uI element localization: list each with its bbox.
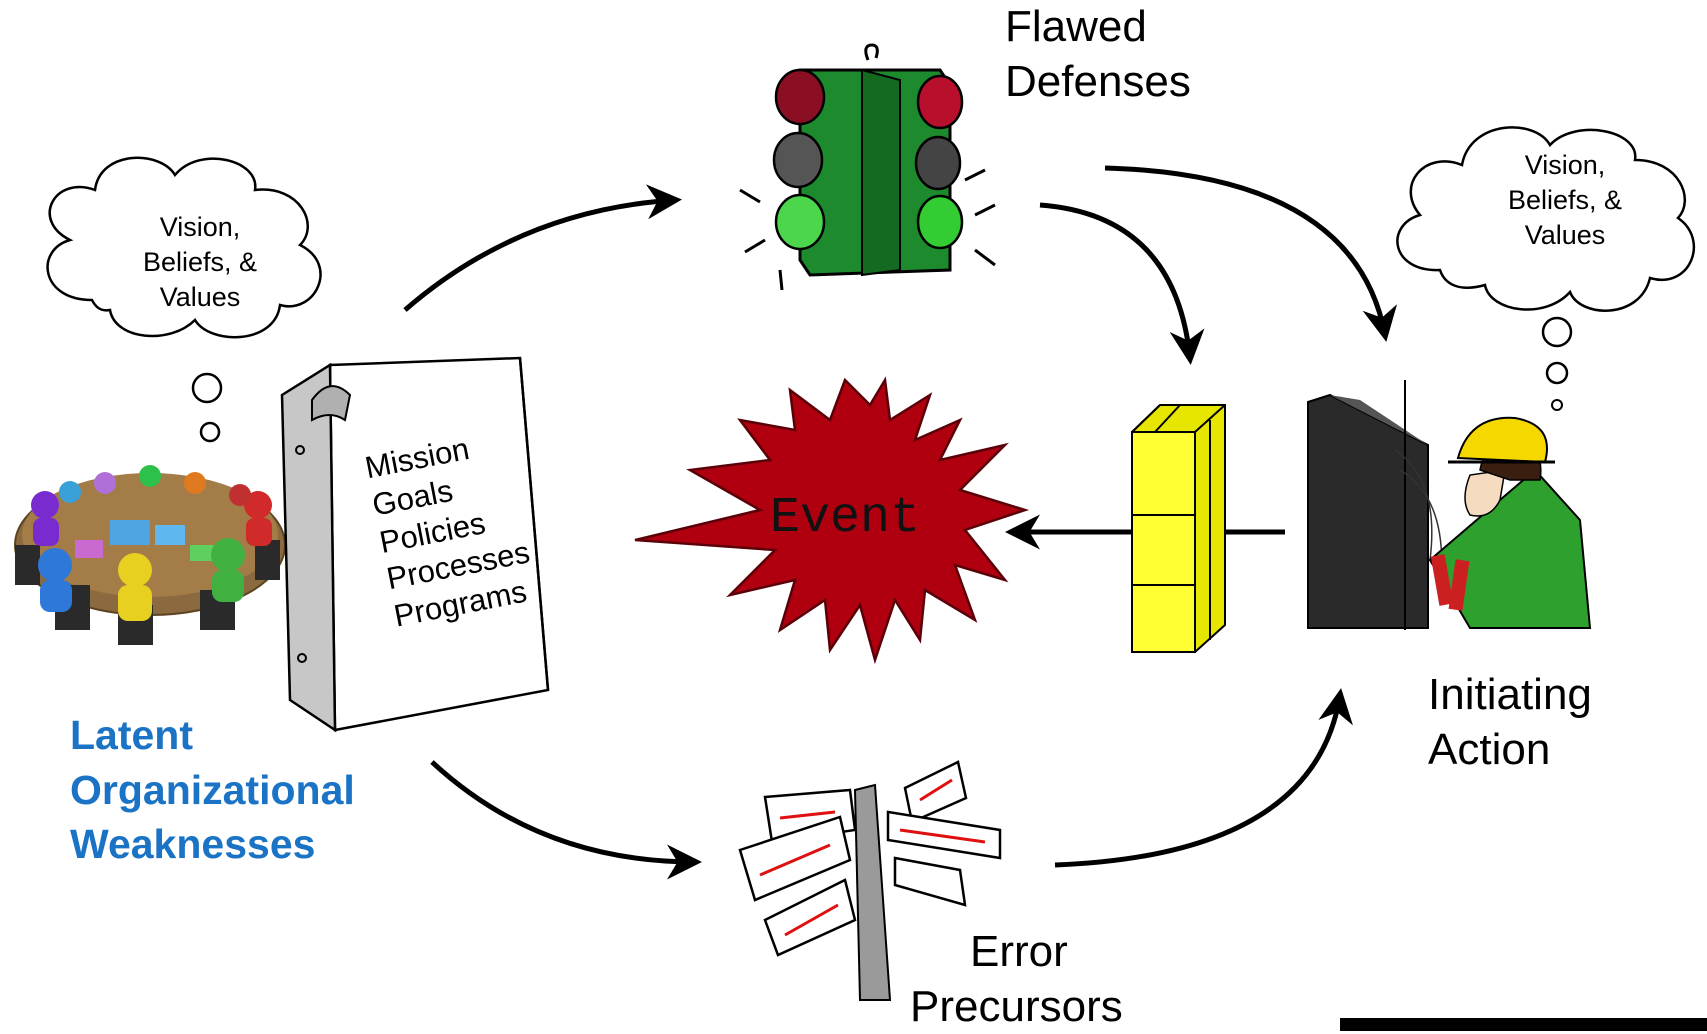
error-line: Precursors	[910, 981, 1123, 1031]
thought-cloud-icon	[46, 156, 322, 443]
latent-line: Weaknesses	[70, 821, 316, 868]
arrow-org-to-precursors	[430, 760, 702, 880]
arrow-defenses-to-barrier	[1039, 202, 1205, 365]
explosion-icon	[634, 376, 1030, 665]
flawed-line: Flawed	[1005, 2, 1147, 51]
initiating-line: Action	[1428, 724, 1551, 774]
cloud-line: Vision,	[159, 212, 241, 242]
binder-icon	[280, 356, 550, 733]
error-line: Error	[970, 927, 1068, 976]
latent-line: Latent	[70, 712, 193, 758]
latent-line: Organizational	[70, 766, 355, 813]
arrow-org-to-defenses	[403, 184, 682, 312]
initiating-action-label: Initiating Action	[1428, 668, 1592, 777]
signpost-icon	[738, 760, 1002, 1001]
barrier-blocks-icon	[1131, 404, 1226, 653]
flawed-line: Defenses	[1005, 56, 1191, 106]
cloud-line: Beliefs, &	[1507, 185, 1623, 216]
cloud-line: Vision,	[1524, 150, 1606, 180]
cloud-line: Values	[159, 282, 241, 313]
arrow-precursors-to-action	[1054, 688, 1353, 868]
latent-weaknesses-label: Latent Organizational Weaknesses	[70, 708, 355, 872]
initiating-line: Initiating	[1428, 670, 1592, 719]
right-cloud-text: Vision, Beliefs, & Values	[1485, 148, 1645, 253]
left-cloud-text: Vision, Beliefs, & Values	[120, 210, 280, 315]
cloud-line: Beliefs, &	[142, 247, 258, 278]
event-label: Event	[770, 490, 921, 547]
flawed-defenses-label: Flawed Defenses	[1005, 0, 1191, 109]
corner-bar	[1340, 1018, 1707, 1031]
traffic-light-icon	[739, 43, 996, 291]
worker-icon	[1307, 380, 1592, 630]
cloud-line: Values	[1524, 220, 1606, 251]
thought-cloud-icon	[1396, 126, 1696, 411]
arrow-defenses-to-worker	[1104, 165, 1398, 342]
error-precursors-label: Error Precursors	[910, 925, 1123, 1034]
meeting-table-icon	[14, 465, 286, 645]
